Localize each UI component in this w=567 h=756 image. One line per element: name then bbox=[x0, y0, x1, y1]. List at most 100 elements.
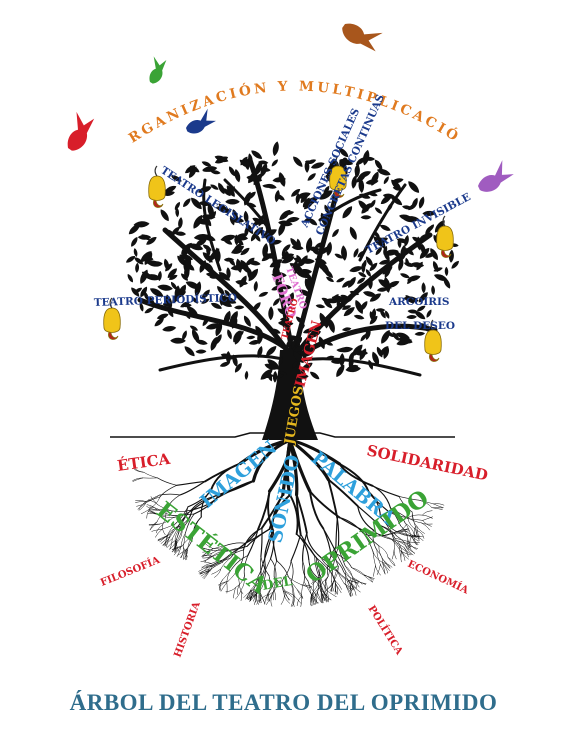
root-strand bbox=[372, 529, 392, 540]
leaf bbox=[406, 179, 422, 195]
root-strand bbox=[308, 490, 325, 530]
root-strand bbox=[145, 494, 160, 502]
root-strand bbox=[147, 512, 159, 515]
root-strand bbox=[378, 545, 384, 561]
leaf bbox=[347, 225, 359, 242]
organization-arc-textpath: ORGANIZACIÓN Y MULTIPLICACIÓN bbox=[0, 0, 461, 147]
root-strand bbox=[270, 558, 277, 580]
root-strand bbox=[255, 577, 262, 592]
root-strand bbox=[191, 494, 218, 511]
root-strand bbox=[306, 532, 322, 559]
root-strand bbox=[391, 533, 395, 549]
root-strand bbox=[249, 589, 254, 600]
root-strand bbox=[316, 592, 318, 604]
brown-bird-icon bbox=[338, 12, 387, 57]
root-strand bbox=[173, 546, 182, 556]
leaf bbox=[225, 328, 234, 341]
root-strand bbox=[235, 589, 242, 600]
root-strand bbox=[282, 560, 292, 581]
root-strand bbox=[159, 535, 169, 543]
root-strand bbox=[352, 578, 357, 589]
leaf bbox=[340, 245, 348, 262]
leaf bbox=[306, 171, 318, 183]
leaf bbox=[129, 235, 140, 248]
root-strand bbox=[260, 556, 262, 578]
root-strand bbox=[251, 576, 259, 591]
root-strand bbox=[346, 586, 351, 597]
root-strand bbox=[411, 511, 418, 527]
root-strand bbox=[246, 528, 271, 547]
leaf bbox=[234, 305, 245, 310]
root-strand bbox=[334, 583, 336, 595]
leaf bbox=[158, 207, 171, 223]
label-filosofia: FILOSOFÍA bbox=[99, 554, 162, 589]
root-strand bbox=[327, 478, 339, 519]
root-strand bbox=[351, 567, 365, 576]
root-strand bbox=[308, 559, 319, 579]
root-strand bbox=[339, 516, 364, 534]
root-strand bbox=[148, 509, 161, 511]
root-strand bbox=[143, 472, 158, 479]
root-strand bbox=[338, 546, 346, 567]
root-strand bbox=[398, 496, 420, 501]
root-strand bbox=[132, 477, 144, 481]
root-strand bbox=[161, 523, 177, 530]
root-strand bbox=[237, 569, 240, 585]
root-strand bbox=[296, 533, 310, 561]
root-strand bbox=[357, 505, 380, 526]
root-strand bbox=[274, 589, 276, 601]
root-strand bbox=[166, 540, 176, 548]
root-strand bbox=[376, 549, 384, 564]
root-strand bbox=[272, 589, 275, 601]
root-strand bbox=[149, 506, 161, 511]
leaf bbox=[335, 276, 346, 284]
root-strand bbox=[378, 545, 389, 558]
root-strand bbox=[336, 553, 347, 573]
root-strand bbox=[235, 575, 245, 588]
root-strand bbox=[204, 462, 242, 483]
leaf bbox=[315, 303, 326, 309]
root-strand bbox=[285, 438, 292, 497]
root-strand bbox=[433, 503, 445, 506]
root-strand bbox=[271, 580, 276, 596]
root-strand bbox=[255, 591, 258, 603]
root-strand bbox=[391, 539, 405, 548]
root-strand bbox=[383, 559, 391, 569]
root-strand bbox=[276, 560, 290, 578]
root-strand bbox=[199, 570, 211, 575]
root-strand bbox=[165, 494, 181, 511]
leaf bbox=[444, 266, 449, 277]
root-strand bbox=[163, 535, 169, 546]
root-strand bbox=[404, 522, 412, 537]
tree-branch bbox=[358, 183, 407, 262]
root-strand bbox=[238, 438, 292, 466]
root-strand bbox=[182, 535, 194, 547]
root-strand bbox=[150, 496, 159, 505]
label-del-deseo: DEL DESEO bbox=[385, 320, 455, 332]
root-strand bbox=[149, 496, 161, 509]
root-strand bbox=[302, 532, 308, 562]
root-strand bbox=[151, 528, 163, 532]
root-strand bbox=[372, 551, 376, 567]
root-strand bbox=[422, 520, 432, 527]
root-strand bbox=[320, 557, 338, 572]
root-strand bbox=[408, 541, 417, 550]
root-strand bbox=[301, 584, 312, 589]
root-strand bbox=[387, 557, 396, 566]
leaf bbox=[406, 314, 417, 320]
root-strand bbox=[216, 557, 231, 564]
leaf bbox=[124, 254, 137, 265]
root-strand bbox=[375, 565, 381, 576]
red-bird-icon bbox=[56, 108, 100, 155]
root-strand bbox=[383, 559, 391, 569]
root-strand bbox=[172, 510, 193, 518]
leaf bbox=[382, 175, 391, 185]
label-etica: ÉTICA bbox=[116, 450, 172, 475]
root-strand bbox=[364, 530, 380, 547]
root-strand bbox=[260, 493, 284, 530]
purple-bird-icon bbox=[472, 158, 517, 196]
label-historia: HISTORIA bbox=[172, 600, 202, 659]
root-strand bbox=[268, 494, 291, 530]
root-strand bbox=[353, 577, 360, 588]
root-strand bbox=[413, 534, 424, 541]
